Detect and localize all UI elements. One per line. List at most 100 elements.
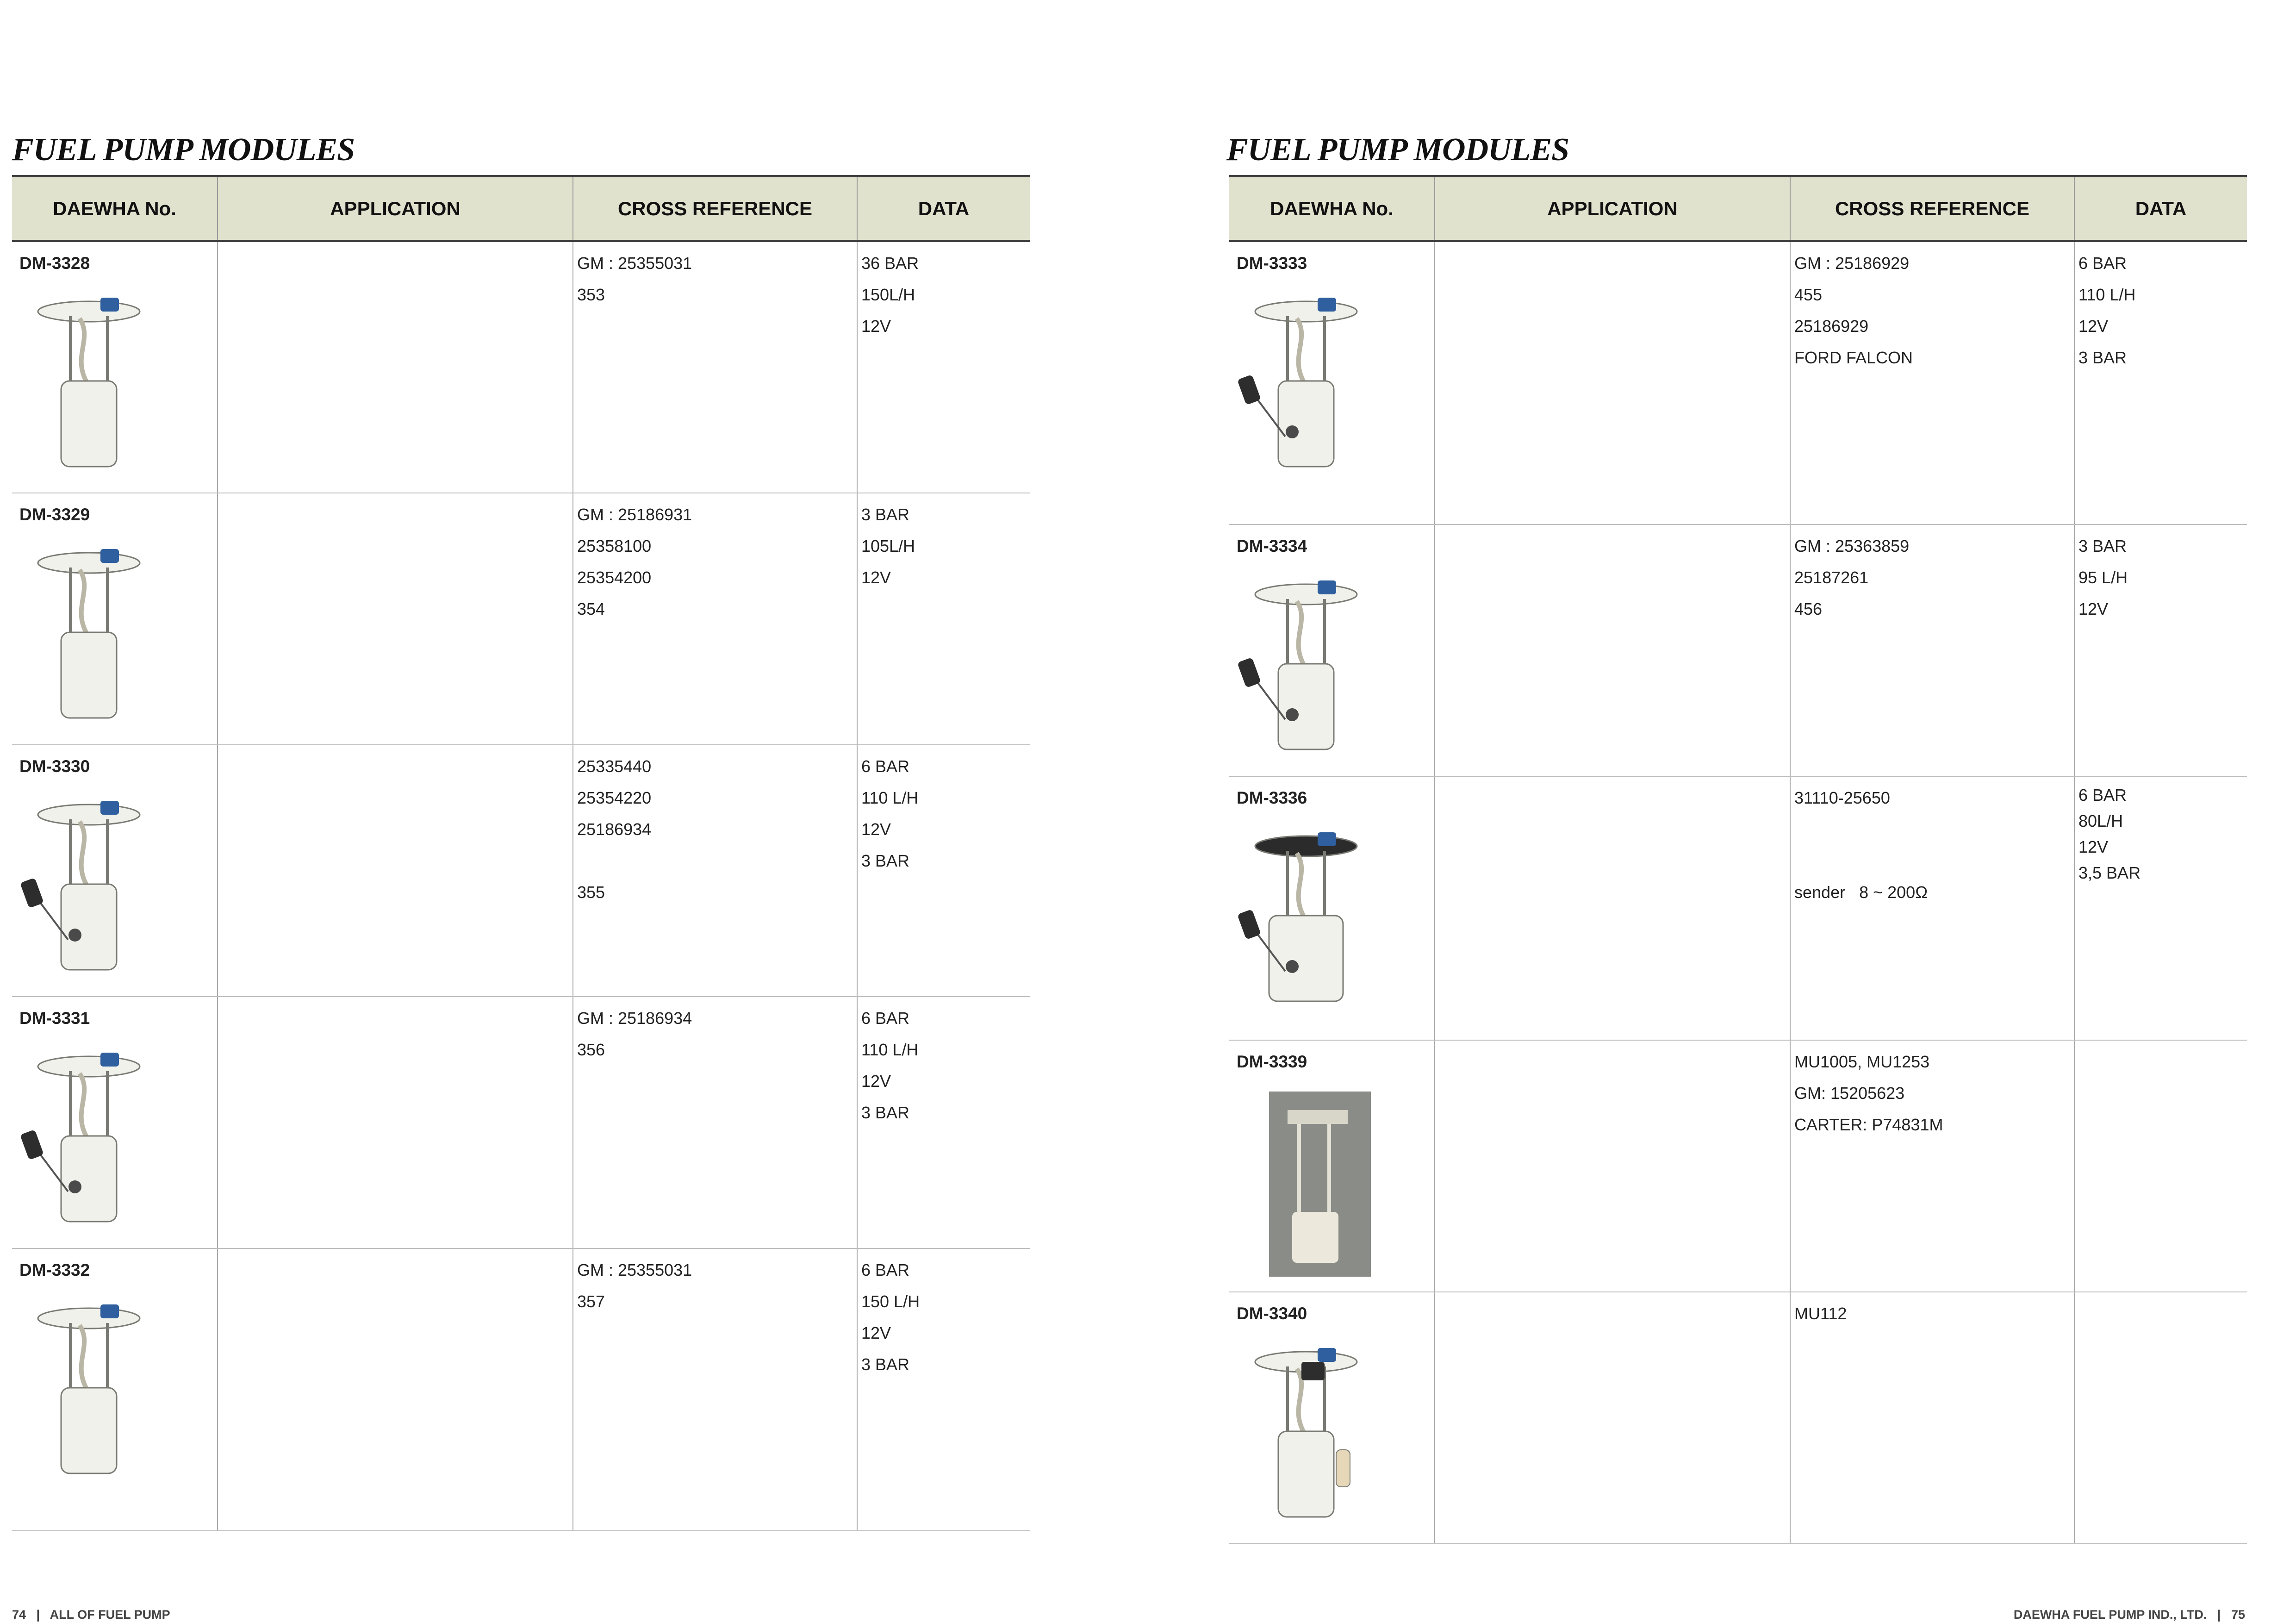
fuel-pump-module-with-float-icon [1238,580,1358,750]
spec-line: 105L/H [861,536,915,555]
spec-line: 3 BAR [861,1354,910,1374]
spec-line: 110 L/H [861,1040,919,1059]
application-cell [1435,241,1791,525]
spec-line: 6 BAR [2078,254,2127,273]
cross-reference-line: 25186934 [577,819,652,839]
cross-reference-line: 25354220 [577,788,652,807]
spec-line: 12V [861,819,891,839]
part-number-cell: DM-3339 [1229,1040,1435,1292]
spec-line: 36 BAR [861,254,919,273]
spec-line: 80L/H [2078,811,2123,830]
cross-reference-line: 356 [577,1040,605,1059]
cross-reference-line [1794,845,2070,877]
cross-reference-line: GM : 25186929 [1794,254,1910,273]
cross-reference-line: FORD FALCON [1794,348,1913,367]
part-number: DM-3330 [19,756,90,776]
part-number-cell: DM-3333 [1229,241,1435,525]
spec-line: 3 BAR [861,851,910,870]
cross-reference-line: 456 [1794,599,1823,618]
table-header-row: DAEWHA No. APPLICATION CROSS REFERENCE D… [12,175,1030,242]
cross-reference-line: GM : 25363859 [1794,536,1910,555]
cross-reference-line: GM : 25186934 [577,1008,692,1028]
spec-line: 12V [2078,599,2109,618]
header-daewha-no: DAEWHA No. [1229,175,1435,242]
cross-reference-line: MU112 [1794,1304,1847,1323]
data-cell [2074,1291,2247,1544]
fuel-pump-module-canister-icon [1238,832,1358,1002]
table-header-row: DAEWHA No. APPLICATION CROSS REFERENCE D… [1229,175,2247,242]
right-page-footer: DAEWHA FUEL PUMP IND., LTD. | 75 [2013,1608,2245,1622]
fuel-pump-module-icon [37,1304,141,1474]
cross-reference-line: GM : 25355031 [577,254,692,273]
application-cell [218,1248,573,1531]
cross-reference-line: 353 [577,285,605,304]
spec-line: 150 L/H [861,1291,920,1311]
right-page-title: FUEL PUMP MODULES [1226,132,1569,168]
left-page-title: FUEL PUMP MODULES [12,132,355,168]
header-cross-reference: CROSS REFERENCE [1790,175,2075,242]
cross-reference-line: sender 8 ~ 200Ω [1794,882,1928,902]
application-cell [218,996,573,1249]
part-number-cell: DM-3329 [12,493,218,745]
header-application: APPLICATION [218,175,573,242]
part-number: DM-3331 [19,1008,90,1028]
part-number: DM-3336 [1237,788,1307,807]
application-cell [218,744,573,997]
spec-line: 95 L/H [2078,568,2128,587]
cross-reference-line: 354 [577,599,605,618]
cross-reference-line: GM : 25186931 [577,505,692,524]
header-application: APPLICATION [1435,175,1791,242]
table-row: DM-3329 GM : 25186931 25358100 25354200 354 3… [12,493,1030,745]
cross-reference-cell: GM : 25186934 356 [573,996,858,1249]
cross-reference-line: 355 [577,882,605,902]
table-row: DM-3340 MU112 [1229,1291,2247,1544]
cross-reference-line: CARTER: P74831M [1794,1115,1943,1134]
part-number-cell: DM-3328 [12,241,218,493]
spec-line: 3 BAR [861,505,910,524]
cross-reference-line: 455 [1794,285,1823,304]
data-cell [2074,1040,2247,1292]
spec-line: 12V [861,1323,891,1342]
fuel-pump-module-with-float-icon [21,1052,141,1222]
fuel-pump-module-tall-icon [1238,298,1358,468]
cross-reference-cell: GM : 25186931 25358100 25354200 354 [573,493,858,745]
spec-line: 3 BAR [861,1103,910,1122]
fuel-pump-module-with-float-icon [21,800,141,970]
application-cell [1435,1040,1791,1292]
part-number-cell: DM-3331 [12,996,218,1249]
cross-reference-cell: 25335440 25354220 25186934 355 [573,744,858,997]
part-number-cell: DM-3330 [12,744,218,997]
spec-line: 110 L/H [861,788,919,807]
application-cell [1435,1291,1791,1544]
part-number: DM-3340 [1237,1304,1307,1323]
cross-reference-cell: GM : 25355031 353 [573,241,858,493]
fuel-pump-module-icon [37,549,141,718]
part-number-cell: DM-3332 [12,1248,218,1531]
spec-line: 3,5 BAR [2078,863,2141,882]
cross-reference-line: MU1005, MU1253 [1794,1052,1930,1071]
left-parts-table: DAEWHA No. APPLICATION CROSS REFERENCE D… [12,175,1030,1531]
cross-reference-line: 25358100 [577,536,652,555]
cross-reference-line: 25354200 [577,568,652,587]
header-cross-reference: CROSS REFERENCE [573,175,858,242]
cross-reference-line: 25335440 [577,756,652,776]
cross-reference-line [1794,814,2070,845]
part-number: DM-3328 [19,254,90,273]
cross-reference-cell: MU112 [1790,1291,2075,1544]
